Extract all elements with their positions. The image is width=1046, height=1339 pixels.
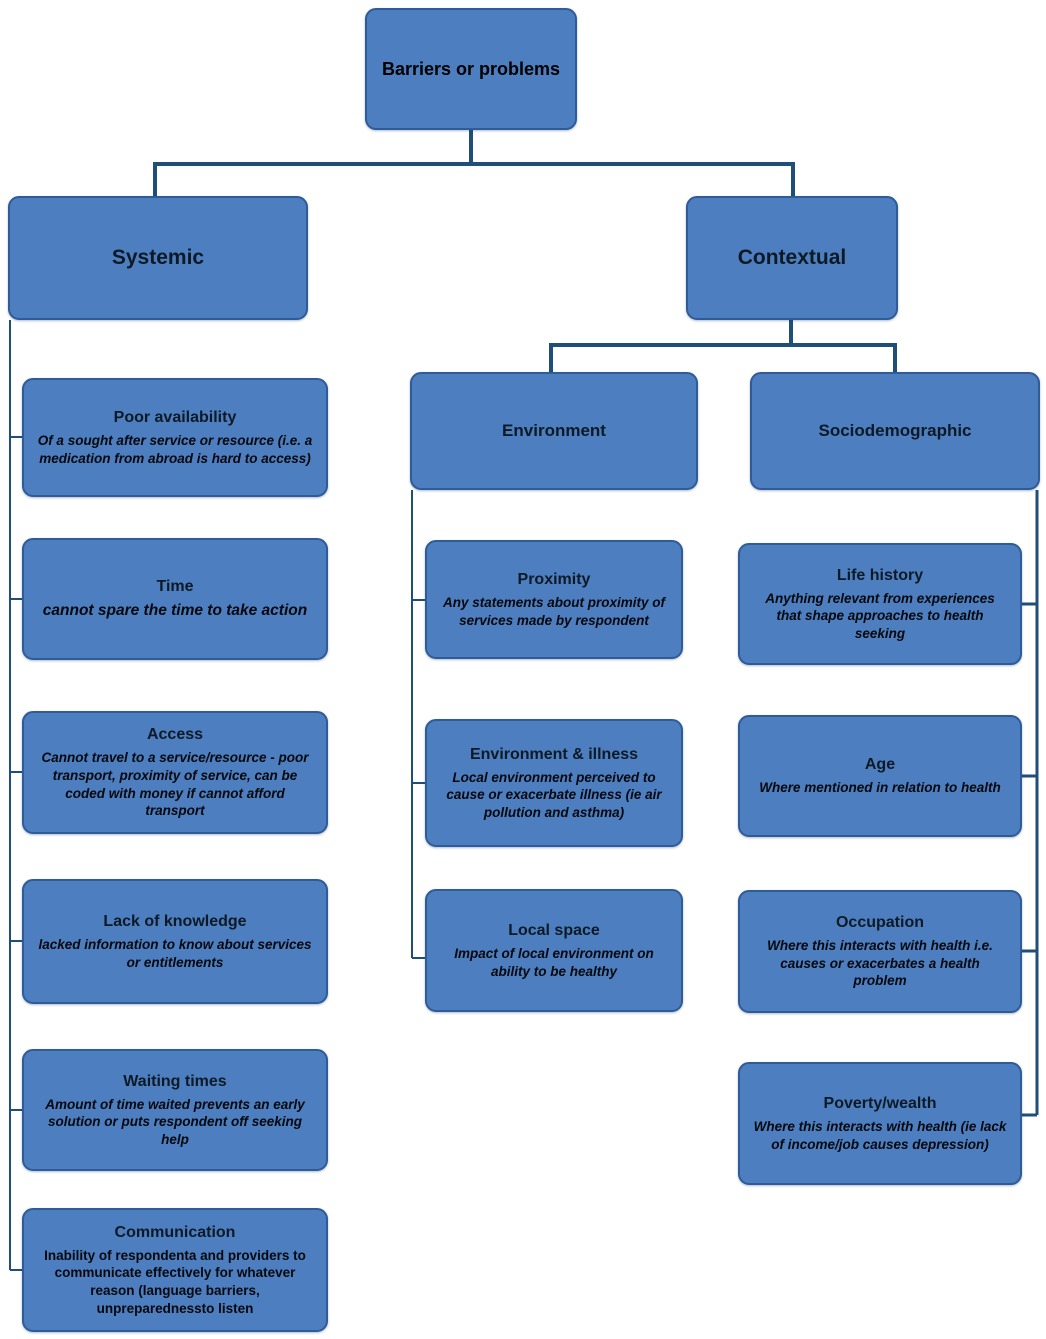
node-desc: Cannot travel to a service/resource - po… [41,750,309,819]
node-desc: Amount of time waited prevents an early … [45,1096,305,1147]
node-title: Age [864,756,896,774]
node-communication: Communication Inability of respondenta a… [22,1208,328,1332]
node-contextual: Contextual [686,196,898,320]
node-title: Poor availability [113,408,237,426]
connector-systemic-spine [9,320,22,1271]
node-local-space: Local space Impact of local environment … [425,889,683,1012]
node-barriers-or-problems: Barriers or problems [365,8,577,130]
node-desc: Of a sought after service or resource (i… [37,432,313,466]
node-title: Systemic [111,245,205,269]
node-title: Poverty/wealth [823,1094,937,1112]
node-title: Environment [502,421,606,441]
node-desc: Local environment perceived to cause or … [446,769,662,820]
node-proximity: Proximity Any statements about proximity… [425,540,683,659]
node-systemic: Systemic [8,196,308,320]
node-environment-and-illness: Environment & illness Local environment … [425,719,683,847]
node-title: Local space [508,921,600,939]
node-title: Lack of knowledge [103,912,247,930]
node-lack-of-knowledge: Lack of knowledge lacked information to … [22,879,328,1004]
connector-root-split [153,130,795,196]
node-title: Access [146,726,204,744]
node-time: Time cannot spare the time to take actio… [22,538,328,660]
node-title: Sociodemographic [818,421,972,441]
node-poverty-wealth: Poverty/wealth Where this interacts with… [738,1062,1022,1185]
node-title: Environment & illness [469,745,639,763]
node-desc: Where this interacts with health i.e. ca… [767,938,993,989]
node-title: Time [156,577,194,595]
node-title: Communication [114,1223,236,1241]
node-desc: Impact of local environment on ability t… [454,945,654,979]
node-title: Contextual [737,245,847,269]
node-title: Life history [836,566,924,584]
node-sociodemographic: Sociodemographic [750,372,1040,490]
node-title: Occupation [835,914,924,932]
node-desc: Where mentioned in relation to health [759,780,1001,796]
node-desc: cannot spare the time to take action [42,601,308,619]
node-desc: lacked information to know about service… [38,936,312,970]
node-age: Age Where mentioned in relation to healt… [738,715,1022,837]
connector-sociodemographic-spine [1022,490,1039,1117]
node-waiting-times: Waiting times Amount of time waited prev… [22,1049,328,1171]
node-access: Access Cannot travel to a service/resour… [22,711,328,834]
node-occupation: Occupation Where this interacts with hea… [738,890,1022,1013]
node-poor-availability: Poor availability Of a sought after serv… [22,378,328,497]
node-desc: Where this interacts with health (ie lac… [753,1118,1007,1152]
node-title: Proximity [517,570,591,588]
node-environment: Environment [410,372,698,490]
connector-environment-spine [411,490,425,959]
node-desc: Anything relevant from experiences that … [765,590,995,641]
connector-contextual-split [549,320,897,372]
node-desc: Inability of respondenta and providers t… [44,1247,306,1316]
node-life-history: Life history Anything relevant from expe… [738,543,1022,665]
node-title: Barriers or problems [381,58,561,79]
node-title: Waiting times [123,1072,227,1090]
node-desc: Any statements about proximity of servic… [442,594,666,628]
